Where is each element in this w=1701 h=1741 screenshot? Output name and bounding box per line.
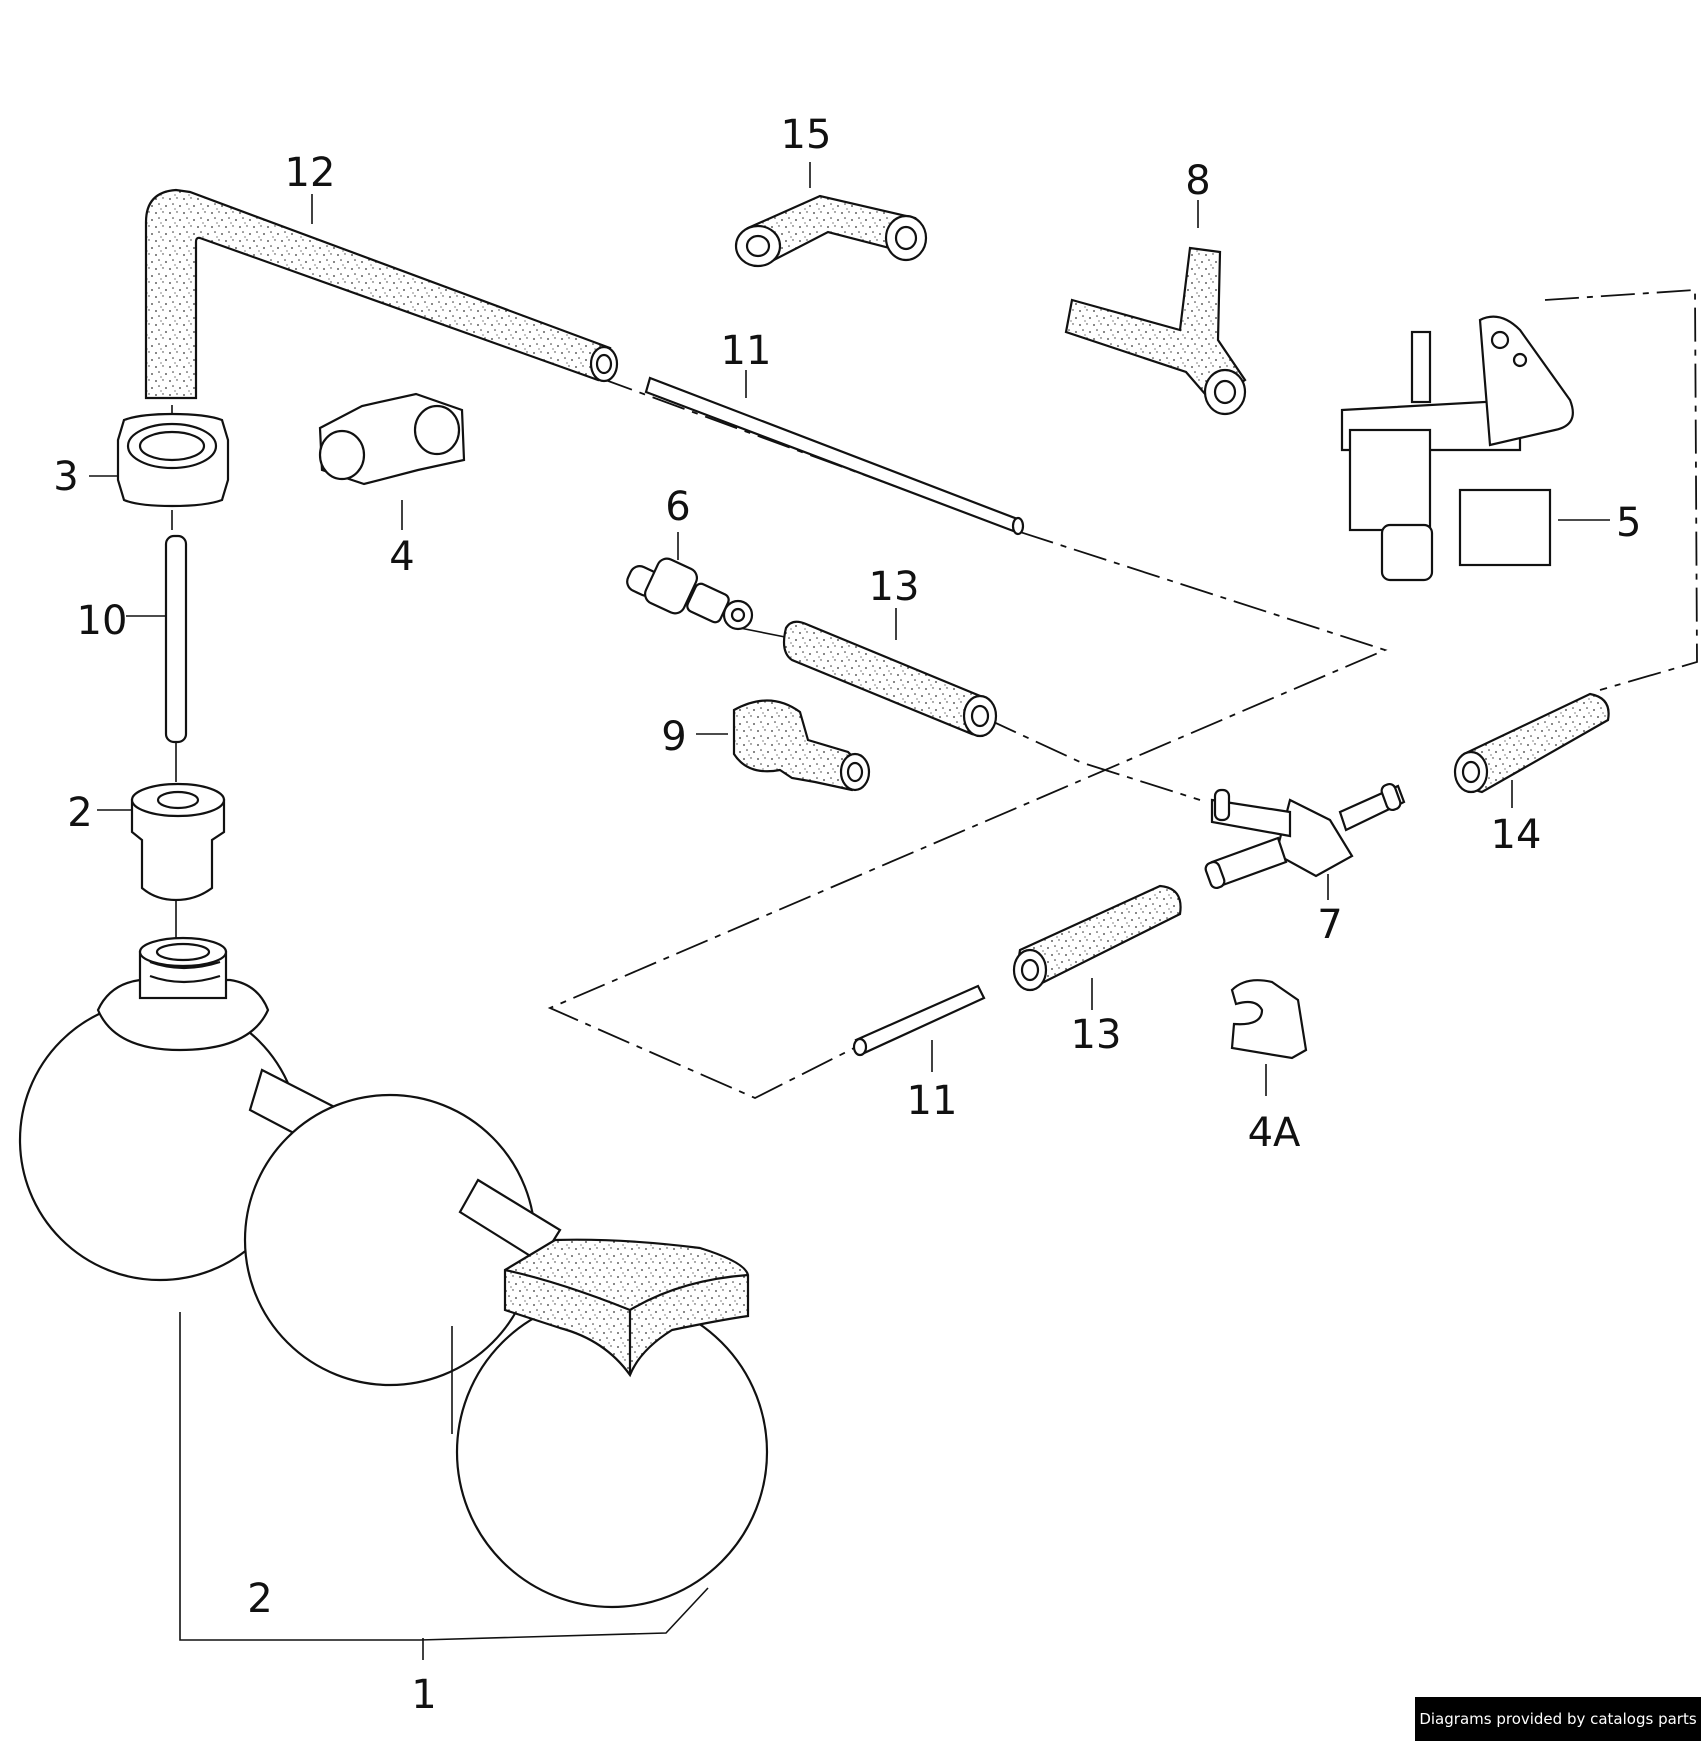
part-11-tube-upper [644, 376, 1025, 536]
part-6-fitting [626, 557, 754, 631]
part-2-bushing [130, 782, 226, 902]
part-labels: 12 15 8 11 3 4 6 13 5 10 9 2 14 7 13 11 … [53, 112, 1641, 1718]
part-13-hose-upper [782, 620, 998, 738]
part-1-bellows [18, 936, 769, 1609]
label-4: 4 [389, 534, 414, 580]
label-13-upper: 13 [869, 564, 920, 610]
part-11-tube-lower [852, 984, 986, 1057]
part-13-hose-lower [1012, 884, 1182, 992]
label-3: 3 [53, 454, 78, 500]
part-8-y-connector [1064, 246, 1247, 416]
label-10: 10 [77, 598, 128, 644]
part-5-valve-unit [1340, 315, 1574, 582]
label-11-lower: 11 [907, 1078, 958, 1124]
label-13-lower: 13 [1071, 1012, 1122, 1058]
part-7-t-piece [1204, 782, 1406, 890]
label-8: 8 [1185, 158, 1210, 204]
part-4a-clip [1230, 979, 1308, 1060]
label-15: 15 [781, 112, 832, 158]
label-2-lower: 2 [247, 1576, 272, 1622]
label-7: 7 [1317, 902, 1342, 948]
label-1: 1 [411, 1672, 436, 1718]
part-15-elbow-hose [734, 194, 928, 268]
label-2-upper: 2 [67, 790, 92, 836]
leader-lines [89, 162, 1610, 1660]
label-12: 12 [285, 150, 336, 196]
label-6: 6 [665, 484, 690, 530]
part-14-hose [1453, 692, 1610, 794]
part-4-clip [318, 392, 466, 486]
part-12-bent-hose [144, 188, 619, 400]
part-10-tube [164, 534, 188, 744]
label-4a: 4A [1248, 1110, 1301, 1156]
label-11-upper: 11 [721, 328, 772, 374]
label-9: 9 [661, 714, 686, 760]
part-3-nut [116, 412, 230, 508]
part-9-reducer [732, 699, 871, 792]
label-5: 5 [1616, 500, 1641, 546]
credit-banner: Diagrams provided by catalogs parts [1415, 1697, 1701, 1741]
label-14: 14 [1491, 812, 1542, 858]
